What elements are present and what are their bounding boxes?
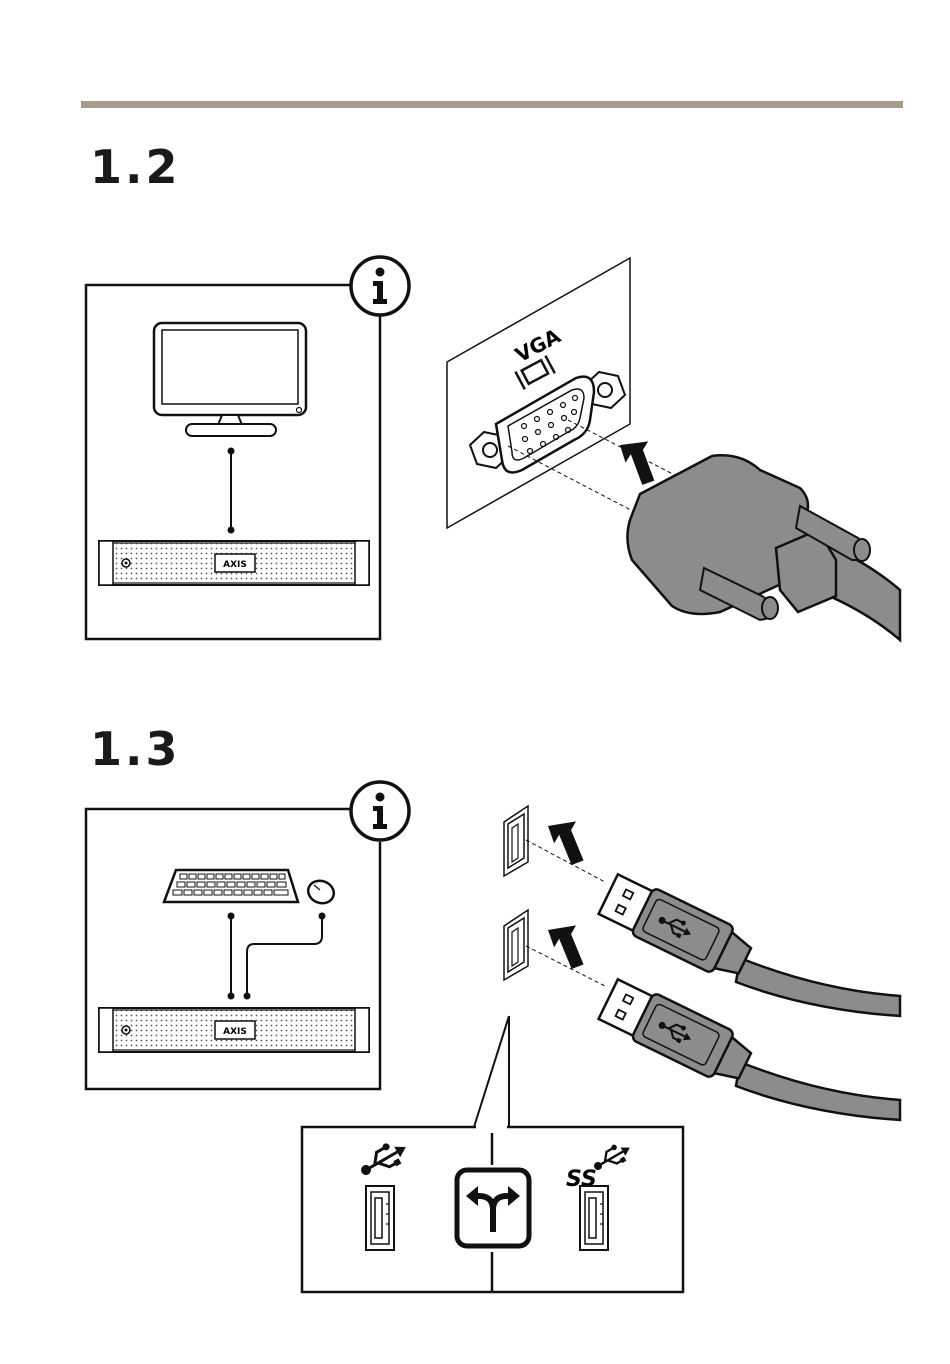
mouse-icon bbox=[305, 877, 337, 907]
info-icon bbox=[351, 257, 409, 315]
monitor-icon bbox=[154, 323, 306, 436]
info-icon bbox=[351, 782, 409, 840]
brand-logo: AXIS bbox=[223, 1027, 247, 1037]
usb-3-port bbox=[580, 1186, 608, 1250]
insert-arrow-icon bbox=[537, 810, 599, 869]
brand-logo: AXIS bbox=[223, 560, 247, 570]
keyboard-mouse-panel: AXIS bbox=[86, 782, 409, 1089]
monitor-connection-panel: AXIS bbox=[86, 257, 409, 639]
server-icon: AXIS bbox=[99, 541, 369, 585]
vga-connector-icon bbox=[627, 455, 900, 640]
vga-connection-illustration: VGA bbox=[447, 258, 900, 640]
usb-connector-icon bbox=[597, 976, 756, 1089]
usb-connection-illustration bbox=[504, 806, 900, 1120]
split-arrow-icon bbox=[457, 1170, 529, 1246]
usb-connector-icon bbox=[597, 871, 756, 984]
server-icon: AXIS bbox=[99, 1008, 369, 1052]
usb-version-callout: SS bbox=[302, 1016, 683, 1292]
insert-arrow-icon bbox=[537, 914, 599, 973]
keyboard-icon bbox=[164, 870, 298, 902]
usb-port-upper bbox=[504, 806, 528, 876]
usb-port-lower bbox=[504, 910, 528, 980]
insert-arrow-icon bbox=[608, 430, 670, 489]
usb-2-port bbox=[366, 1186, 394, 1250]
